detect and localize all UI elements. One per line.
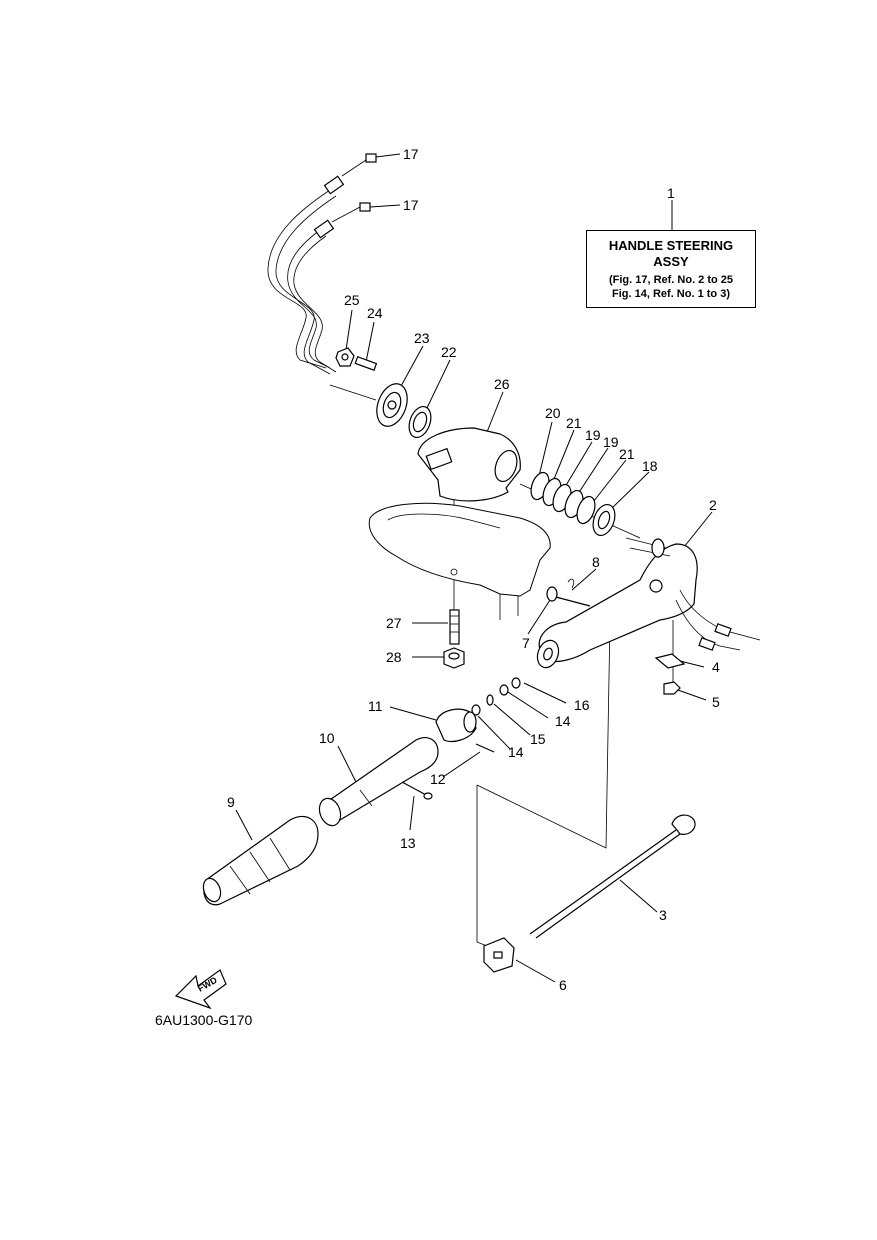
throttle-cables <box>267 153 377 375</box>
callout-16: 16 <box>574 697 590 713</box>
cable-3 <box>529 814 696 939</box>
clip-6 <box>483 937 515 973</box>
callout-27: 27 <box>386 615 402 631</box>
callout-19a: 19 <box>585 427 601 443</box>
callout-4: 4 <box>712 659 720 675</box>
steering-arm-2 <box>536 537 761 669</box>
fwd-arrow-icon: FWD <box>174 969 227 1010</box>
callout-18: 18 <box>642 458 658 474</box>
callout-1: 1 <box>667 185 675 201</box>
pin-7-8 <box>546 578 591 607</box>
callout-12: 12 <box>430 771 446 787</box>
callout-23: 23 <box>414 330 430 346</box>
callout-25: 25 <box>344 292 360 308</box>
bracket-26 <box>417 427 521 502</box>
callout-5: 5 <box>712 694 720 710</box>
callout-15: 15 <box>530 731 546 747</box>
callout-19b: 19 <box>603 434 619 450</box>
assembly-note-line1: (Fig. 17, Ref. No. 2 to 25 <box>608 274 734 286</box>
callout-numbers: 17 17 25 24 23 22 26 20 21 19 19 21 18 2… <box>227 146 720 993</box>
callout-20: 20 <box>545 405 561 421</box>
callout-22: 22 <box>441 344 457 360</box>
callout-8: 8 <box>592 554 600 570</box>
assembly-title-line1: HANDLE STEERING <box>608 238 734 253</box>
nut-and-bolt-25-24 <box>335 347 378 371</box>
bracket-outline <box>368 502 551 620</box>
screw-13 <box>401 781 433 800</box>
plate-4-bolt-5 <box>654 653 686 695</box>
callout-7: 7 <box>522 635 530 651</box>
callout-2: 2 <box>709 497 717 513</box>
assembly-note-line2: Fig. 14, Ref. No. 1 to 3) <box>612 288 730 300</box>
callout-9: 9 <box>227 794 235 810</box>
collar-11 <box>435 708 477 743</box>
callout-21b: 21 <box>619 446 635 462</box>
callout-17a: 17 <box>403 146 419 162</box>
stud-27-nut-28 <box>443 609 465 669</box>
callout-14b: 14 <box>508 744 524 760</box>
washers-and-springs-18-21 <box>519 471 641 539</box>
assembly-title-line2: ASSY <box>653 254 689 269</box>
callout-26: 26 <box>494 376 510 392</box>
small-parts-12-16 <box>471 677 521 753</box>
callout-11: 11 <box>368 698 383 714</box>
ring-22 <box>408 405 432 439</box>
callout-21a: 21 <box>566 415 582 431</box>
callout-17b: 17 <box>403 197 419 213</box>
callout-10: 10 <box>319 730 335 746</box>
callout-6: 6 <box>559 977 567 993</box>
plate-23 <box>329 383 408 427</box>
callout-13: 13 <box>400 835 416 851</box>
callout-14a: 14 <box>555 713 571 729</box>
leader-lines <box>235 153 713 983</box>
throttle-shaft-10 <box>318 737 439 827</box>
callout-3: 3 <box>659 907 667 923</box>
callout-28: 28 <box>386 649 402 665</box>
figure-code: 6AU1300-G170 <box>155 1012 253 1028</box>
callout-24: 24 <box>367 305 383 321</box>
assembly-note-box: HANDLE STEERING ASSY (Fig. 17, Ref. No. … <box>586 230 756 308</box>
grip-9 <box>202 815 319 906</box>
